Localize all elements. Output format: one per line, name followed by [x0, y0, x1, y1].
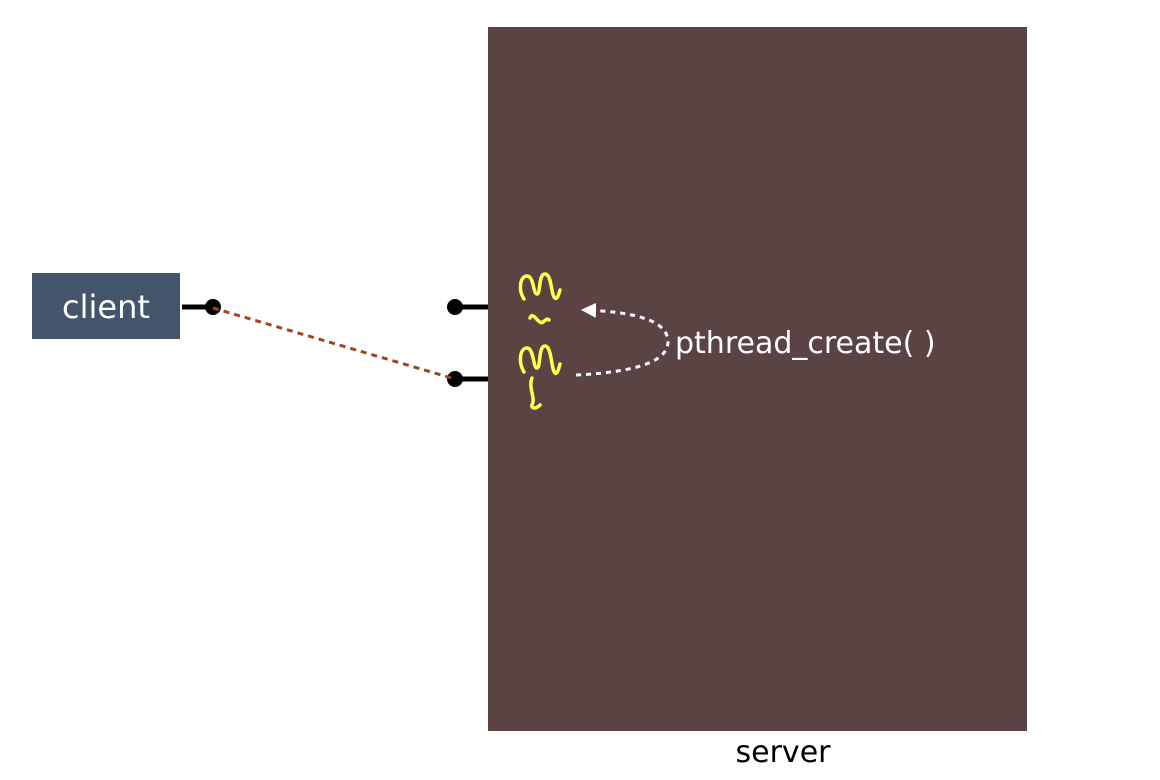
- squiggle-thread-icon: [518, 344, 562, 410]
- server-listen-socket: [447, 299, 488, 315]
- pthread-create-arrow: [575, 302, 670, 377]
- connection-line: [212, 306, 456, 381]
- pthread-create-label: pthread_create( ): [675, 326, 936, 361]
- server-box: [488, 27, 1027, 731]
- server-label: server: [736, 735, 832, 770]
- client-label: client: [62, 288, 150, 326]
- client-box: [32, 273, 180, 339]
- client-socket: [182, 299, 221, 315]
- squiggle-thread-icon: [518, 272, 562, 325]
- server-connection-socket: [447, 371, 488, 387]
